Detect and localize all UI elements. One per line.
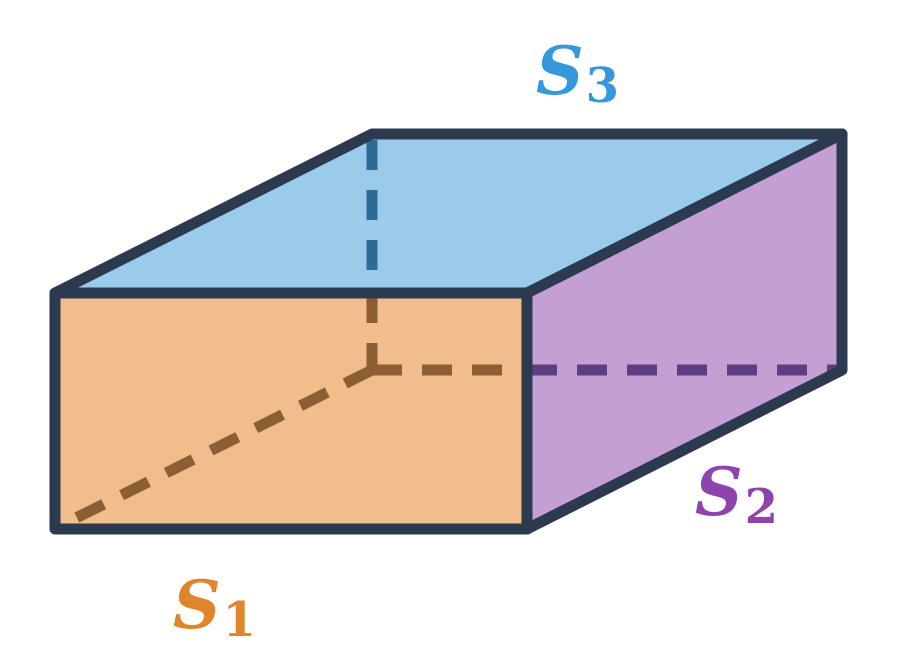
- label-s1-letter: S: [173, 566, 221, 644]
- label-s3-letter: S: [536, 32, 584, 110]
- label-s2-letter: S: [695, 453, 743, 531]
- label-s3-subscript: 3: [586, 58, 619, 114]
- visible-edges: [49, 128, 848, 535]
- label-s1-subscript: 1: [223, 592, 256, 648]
- label-s3: S3: [536, 32, 619, 114]
- hidden-edge-diagonal: [57, 365, 375, 531]
- face-s2-side: [527, 134, 842, 529]
- label-s2: S2: [695, 453, 778, 535]
- label-s1: S1: [173, 566, 256, 648]
- label-s2-subscript: 2: [745, 479, 778, 535]
- hidden-edges: [57, 140, 842, 531]
- top-face-outline: [49, 128, 848, 299]
- face-s3-top: [55, 134, 842, 293]
- side-face-outline: [521, 128, 848, 535]
